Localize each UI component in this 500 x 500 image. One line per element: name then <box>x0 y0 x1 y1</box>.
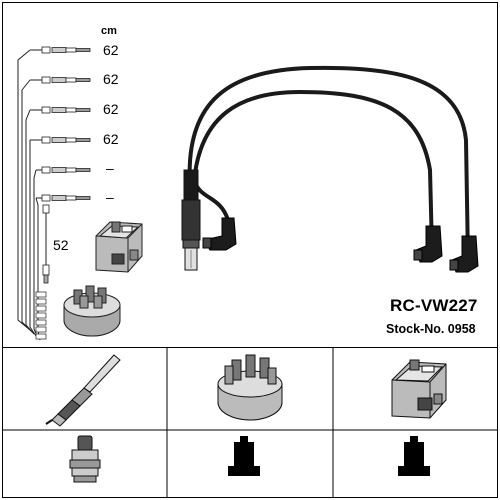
angled-connector-icon <box>398 436 430 476</box>
length-label-3: 62 <box>103 101 119 117</box>
model-number: RC-VW227 <box>390 296 478 315</box>
distributor-cap-small-icon <box>63 285 121 337</box>
cable-set-schematic <box>17 49 42 341</box>
terminal-row-1 <box>41 46 91 54</box>
length-label-6: – <box>106 189 114 205</box>
unit-label: cm <box>101 25 117 37</box>
angled-plug-boot-1 <box>202 217 237 251</box>
terminal-row-2 <box>41 76 91 84</box>
grid-lines <box>2 347 498 498</box>
angled-plug-boot-3 <box>449 235 479 273</box>
length-label-1: 62 <box>103 42 119 58</box>
ignition-coil-icon <box>391 359 447 419</box>
ignition-coil-small-icon <box>95 221 143 273</box>
terminal-row-6 <box>41 194 91 202</box>
component-grid-frame <box>2 347 498 498</box>
stock-number: Stock-No. 0958 <box>386 322 476 336</box>
terminal-row-4 <box>41 136 91 144</box>
length-label-4: 62 <box>103 131 119 147</box>
terminal-row-5 <box>41 166 91 174</box>
length-label-5: – <box>106 160 114 176</box>
coil-lead-length-label: 52 <box>53 237 69 253</box>
angled-plug-boot-2 <box>413 225 443 263</box>
straight-plug-boot <box>181 169 201 271</box>
coil-lead-schematic <box>42 204 50 284</box>
length-label-2: 62 <box>103 71 119 87</box>
row-terminals <box>41 46 91 202</box>
spark-plug-icon <box>45 354 121 427</box>
straight-connector-icon <box>228 436 260 476</box>
plug-terminal-icon <box>69 435 101 483</box>
terminal-row-3 <box>41 106 91 114</box>
bundle-end-connectors <box>35 291 47 340</box>
distributor-cap-icon <box>217 354 283 421</box>
